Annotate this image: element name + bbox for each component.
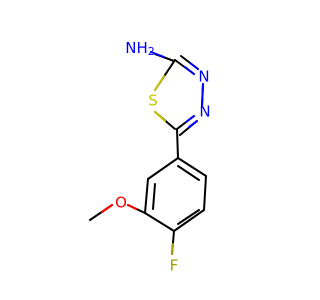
ring-nitrogen-top-label: N — [198, 68, 209, 86]
bond-ring-benzene — [176, 128, 179, 159]
benzene-inner-bond-3 — [177, 165, 200, 181]
molecule-diagram: NH2 N N S O F — [89, 38, 211, 275]
amine-label: NH2 — [125, 39, 155, 59]
amine-subscript: 2 — [148, 45, 155, 58]
ring-double-bonds — [179, 55, 199, 136]
ring-double-bond-top-colored — [189, 62, 199, 70]
bond-n-bottom-colored — [185, 115, 195, 123]
bond-benzene-1 — [147, 157, 179, 180]
molecule-structure: NH2 N N S O F — [89, 39, 211, 275]
bond-sulfur-colored-1 — [154, 111, 166, 122]
bond-amine-colored — [150, 51, 165, 58]
bond-oxygen-colored-2 — [101, 204, 113, 213]
bond-benzene-4 — [173, 209, 205, 232]
bond-oxygen-colored-1 — [127, 204, 137, 210]
methoxy-oxygen-label: O — [115, 194, 127, 212]
bond-sulfur-colored-2 — [154, 75, 165, 91]
ring-double-bond-bottom-colored — [188, 120, 198, 128]
bond-benzene-6 — [177, 157, 207, 177]
ring-sulfur-label: S — [148, 92, 158, 110]
bond-n-pair-colored — [201, 83, 204, 107]
bond-benzene-5 — [203, 175, 207, 211]
fluorine-label: F — [170, 257, 179, 275]
colored-bond-segments — [101, 51, 204, 255]
benzene-inner-bond-1 — [152, 183, 156, 210]
ring-nitrogen-bottom-label: N — [199, 103, 210, 121]
bond-benzene-3 — [144, 212, 175, 232]
bond-benzene-2 — [144, 178, 149, 214]
bond-lines — [89, 53, 207, 255]
benzene-inner-bond-2 — [177, 209, 200, 225]
bond-n-top-colored — [184, 66, 195, 75]
bond-fluorine-colored — [171, 243, 174, 255]
